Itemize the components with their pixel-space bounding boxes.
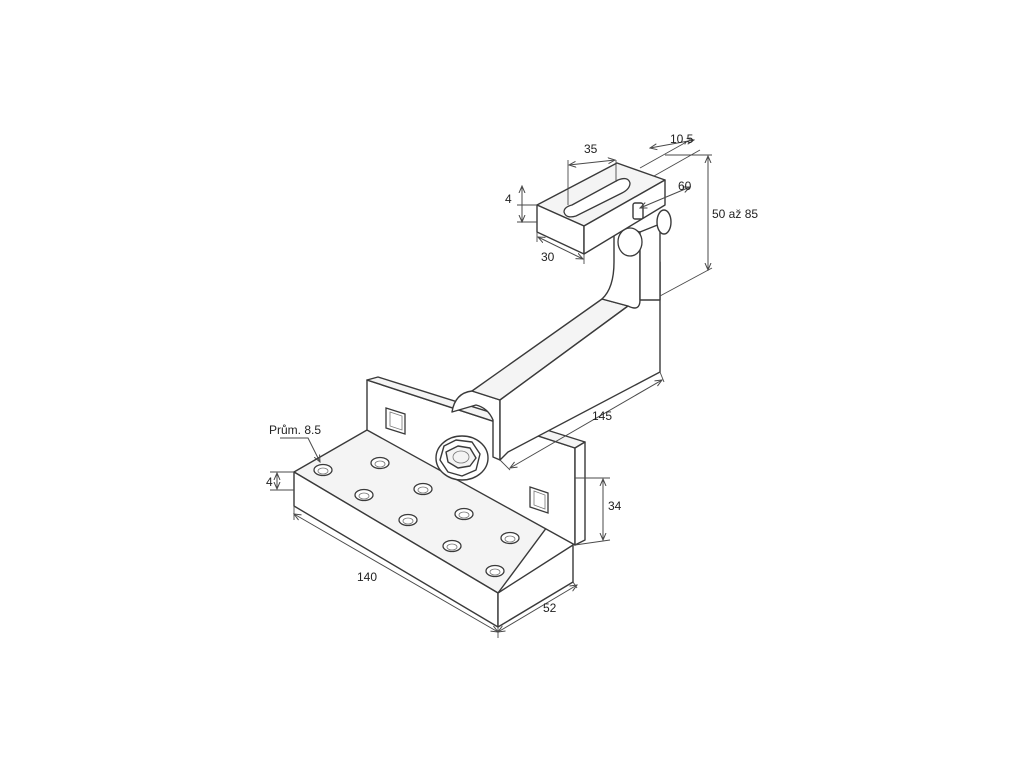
clamp-offset-label: 10,5 bbox=[670, 132, 694, 146]
height-range-label: 50 až 85 bbox=[712, 207, 758, 221]
dimension-lines bbox=[270, 140, 713, 638]
flange-end-edge bbox=[574, 441, 586, 546]
base-hole bbox=[413, 482, 433, 496]
clamp-width-label: 60 bbox=[678, 179, 692, 193]
base-hole bbox=[354, 488, 374, 502]
hole-diameter-label: Prům. 8.5 bbox=[269, 423, 321, 437]
arm-vertical-side bbox=[639, 223, 661, 301]
base-length-label: 140 bbox=[357, 570, 377, 584]
clamp-slot-length-label: 35 bbox=[584, 142, 598, 156]
arm-foot bbox=[451, 390, 501, 461]
clamp-depth-label: 30 bbox=[541, 250, 555, 264]
hex-nut bbox=[435, 435, 489, 481]
flange-square-slot bbox=[529, 486, 549, 514]
flange-square-slot bbox=[385, 407, 406, 435]
base-hole bbox=[442, 539, 462, 553]
base-hole bbox=[500, 531, 520, 545]
base-hole bbox=[485, 564, 505, 578]
arm-length-label: 145 bbox=[592, 409, 612, 423]
base-hole bbox=[313, 463, 333, 477]
base-hole bbox=[398, 513, 418, 527]
base-hole bbox=[370, 456, 390, 470]
dimension-labels: Prům. 8.5 4 140 52 34 145 35 10,5 60 4 3… bbox=[266, 132, 758, 615]
base-hole bbox=[454, 507, 474, 521]
base-thickness-label: 4 bbox=[266, 475, 273, 489]
flange-height-label: 34 bbox=[608, 499, 622, 513]
clamp-slot bbox=[563, 177, 631, 218]
base-width-label: 52 bbox=[543, 601, 557, 615]
arm-bolt-hole bbox=[617, 227, 643, 257]
clamp-thickness-label: 4 bbox=[505, 192, 512, 206]
